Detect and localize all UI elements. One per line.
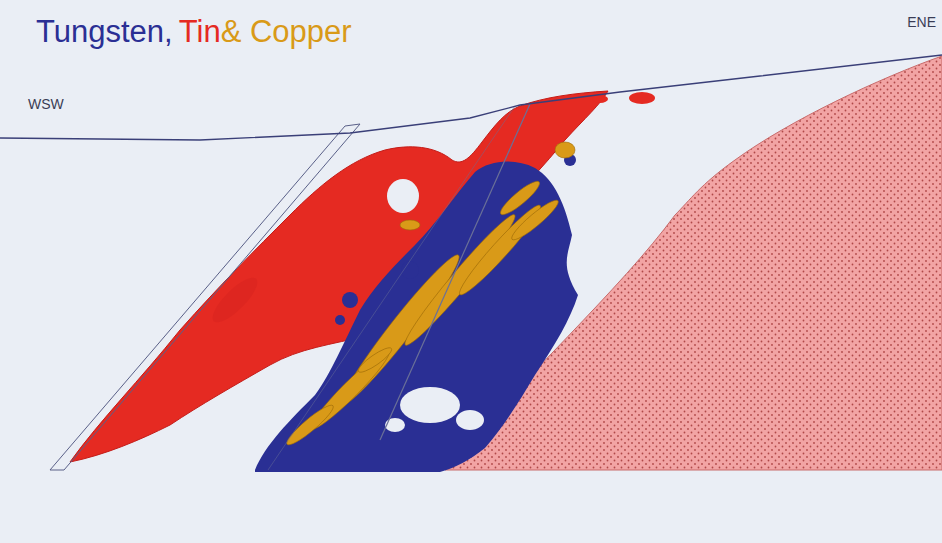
fault-line (268, 106, 515, 470)
direction-label: ENE (907, 14, 936, 30)
legend-text: Tungsten, (36, 14, 173, 49)
legend-color: Tungsten, (36, 14, 173, 49)
topographic-surface (0, 55, 942, 140)
tin-blob (629, 92, 655, 104)
copper-orebody (283, 142, 575, 449)
direction-label: WSW (28, 96, 64, 112)
tungsten-orebody (255, 162, 578, 472)
title-legend: Tungsten,Tin& Copper (36, 14, 352, 50)
fault-zone (50, 124, 360, 470)
legend-color: Tin (179, 14, 221, 49)
legend-text: Tin (179, 14, 221, 49)
legend-text: & Copper (221, 14, 352, 49)
legend-color: & Copper (221, 14, 352, 49)
